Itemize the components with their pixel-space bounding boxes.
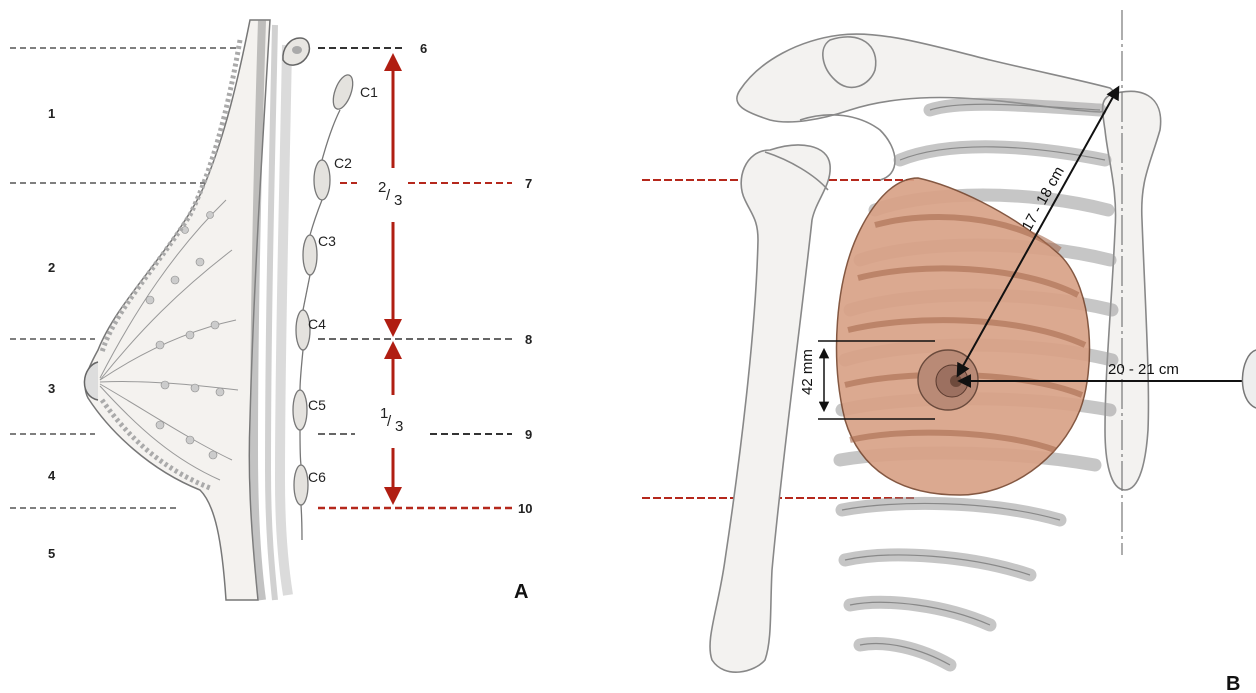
vertebra-label-c3: C3 [318, 233, 336, 249]
horizontal-measurement-label: 20 - 21 cm [1108, 361, 1179, 378]
panel-a: 1 2 3 4 5 6 7 8 9 10 C1 C2 C3 C4 C5 C6 2… [10, 20, 532, 603]
panel-label-b: B [1226, 673, 1240, 693]
fraction-lower-den: 3 [395, 418, 403, 435]
vertebra-label-c6: C6 [308, 469, 326, 485]
panel-label-a: A [514, 581, 528, 603]
zone-label-2: 2 [48, 260, 55, 275]
line-number-10: 10 [518, 501, 532, 516]
breast-sagittal-section [84, 20, 288, 600]
vertebra-label-c4: C4 [308, 316, 326, 332]
zone-label-4: 4 [48, 468, 56, 483]
vertebra-labels: C1 C2 C3 C4 C5 C6 [308, 84, 378, 485]
vertebra-label-c1: C1 [360, 84, 378, 100]
line-number-labels: 6 7 8 9 10 [420, 41, 532, 516]
line-number-8: 8 [525, 332, 532, 347]
contralateral-nipple [1242, 350, 1256, 408]
zone-label-1: 1 [48, 106, 55, 121]
clavicle-section [283, 38, 309, 65]
breast-footprint [837, 178, 1090, 495]
level-lines-right [318, 48, 512, 508]
zone-label-3: 3 [48, 381, 55, 396]
vertebra-label-c5: C5 [308, 397, 326, 413]
line-number-6: 6 [420, 41, 427, 56]
panel-b: 42 mm 17 - 18 cm 20 - 21 cm B [642, 10, 1256, 693]
fraction-upper-den: 3 [394, 192, 402, 209]
line-number-9: 9 [525, 427, 532, 442]
fraction-lower: 1 / 3 [380, 405, 403, 435]
line-number-7: 7 [525, 176, 532, 191]
vertebra-label-c2: C2 [334, 155, 352, 171]
fraction-upper: 2 / 3 [378, 179, 402, 209]
zone-label-5: 5 [48, 546, 55, 561]
areola-measurement-label: 42 mm [799, 349, 816, 395]
svg-text:/: / [386, 187, 391, 204]
sternum-bone [1103, 91, 1161, 490]
humerus-bone [710, 145, 830, 672]
zone-labels: 1 2 3 4 5 [48, 106, 56, 561]
svg-text:/: / [387, 413, 392, 430]
